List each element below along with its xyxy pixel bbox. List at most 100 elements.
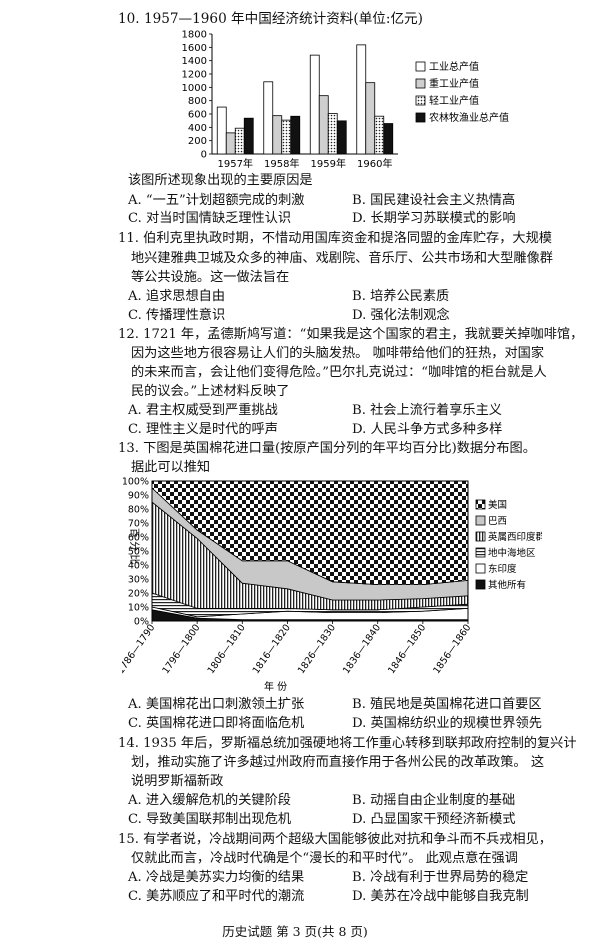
bar-1 (216, 106, 227, 155)
bar-2 (225, 132, 236, 155)
legend-swatch (475, 515, 486, 526)
area-frame (151, 480, 469, 622)
legend-swatch (415, 112, 426, 123)
area-ytick-label: 20% (128, 589, 149, 600)
bar-xtick-label: 1960年 (357, 157, 392, 170)
q13-line-1: 13. 下图是英国棉花进口量(按原产国分列的年平均百分比)数据分布图。 (118, 441, 536, 456)
bar-1 (309, 54, 320, 155)
bar-ytick-label: 1400 (182, 56, 207, 67)
bar-3 (281, 119, 292, 155)
bar-ytick-label: 800 (188, 96, 207, 107)
q13-area-chart: 0%10%20%30%40%50%60%70%80%90%100% 1786—1… (122, 477, 542, 694)
legend-label: 轻工业产值 (429, 94, 479, 107)
q12-option-b[interactable]: B. 社会上流行着享乐主义 (352, 403, 502, 418)
q12-option-c[interactable]: C. 理性主义是时代的呼声 (128, 422, 278, 437)
legend-label: 英属西印度群岛 (488, 531, 542, 543)
area-ytick-label: 90% (128, 491, 149, 502)
area-ytick-label: 0% (134, 617, 149, 628)
legend-swatch (475, 547, 486, 558)
area-xtick-label: 1846—1850 (386, 622, 428, 676)
legend-label: 农林牧渔业总产值 (429, 111, 509, 124)
q15-line-2: 仅就此而言，冷战时代确是个“漫长的和平时代”。 此观点意在强调 (131, 851, 518, 866)
area-ytick-label: 30% (128, 575, 149, 586)
q11-option-b[interactable]: B. 培养公民素质 (352, 289, 450, 304)
legend-swatch (415, 95, 426, 106)
bar-4 (383, 123, 394, 155)
q14-line-1: 14. 1935 年后，罗斯福总统加强硬地将工作重心转移到联邦政府控制的复兴计 (118, 736, 577, 751)
bar-4 (290, 115, 301, 155)
q12-line-1: 12. 1721 年，孟德斯鸠写道：“如果我是这个国家的君主，我就要关掉咖啡馆， (118, 327, 584, 342)
q14-option-b[interactable]: B. 动摇自由企业制度的基础 (352, 793, 516, 808)
bar-2 (365, 82, 376, 155)
q12-line-4: 民的议会。”上述材料反映了 (131, 384, 290, 399)
bar-4 (336, 120, 347, 155)
q11-line-2: 地兴建雅典卫城及众多的神庙、戏剧院、音乐厅、公共市场和大型雕像群 (131, 251, 553, 266)
q11-line-3: 等公共设施。这一做法旨在 (131, 270, 290, 285)
legend-label: 东印度 (488, 563, 517, 575)
q13-option-b[interactable]: B. 殖民地是英国棉花进口首要区 (352, 697, 542, 712)
bar-2 (318, 95, 329, 155)
bar-3 (327, 113, 338, 155)
legend-swatch (475, 531, 486, 542)
q11-option-c[interactable]: C. 传播理性意识 (128, 308, 226, 323)
q14-line-2: 划，推动实施了许多越过州政府而直接作用于各州公民的改革政策。 这 (131, 755, 545, 770)
bar-ytick-label: 600 (188, 110, 207, 121)
bar-2 (272, 115, 283, 155)
legend-label: 美国 (488, 499, 507, 511)
legend-swatch (475, 579, 486, 590)
bar-ytick-label: 1000 (182, 83, 207, 94)
bar-3 (234, 127, 245, 155)
area-ytick-label: 70% (128, 519, 149, 530)
bar-xtick-label: 1957年 (218, 157, 253, 170)
area-ytick-label: 50% (128, 547, 149, 558)
q12-option-a[interactable]: A. 君主权威受到严重挑战 (128, 403, 278, 418)
legend-label: 重工业产值 (429, 77, 479, 90)
legend-label: 工业总产值 (429, 60, 479, 73)
q10-option-a[interactable]: A. “一五”计划超额完成的刺激 (128, 193, 305, 208)
legend-swatch (475, 499, 486, 510)
area-xtick-label: 1796—1800 (160, 622, 202, 676)
legend-label: 地中海地区 (488, 547, 536, 559)
area-ytick-label: 10% (128, 603, 149, 614)
q15-option-d[interactable]: D. 美苏在冷战中能够自我克制 (352, 889, 529, 904)
q12-option-d[interactable]: D. 人民斗争方式多种多样 (352, 422, 503, 437)
q13-line-2: 据此可以推知 (131, 460, 211, 475)
bar-4 (243, 117, 254, 155)
bar-ytick-label: 1600 (182, 43, 207, 54)
legend-label: 巴西 (488, 516, 507, 527)
q13-option-a[interactable]: A. 美国棉花出口刺激领土扩张 (128, 697, 305, 712)
q12-line-2: 因为这些地方很容易让人们的头脑发热。 咖啡带给他们的狂热，对国家 (131, 346, 545, 361)
q14-option-c[interactable]: C. 导致美国联邦制出现危机 (128, 812, 292, 827)
bar-ytick-label: 200 (188, 136, 207, 147)
q11-option-a[interactable]: A. 追求思想自由 (128, 289, 226, 304)
q13-option-c[interactable]: C. 英国棉花进口即将面临危机 (128, 716, 305, 731)
area-ytick-label: 80% (128, 505, 149, 516)
q14-option-d[interactable]: D. 凸显国家干预经济新模式 (352, 812, 516, 827)
q11-option-d[interactable]: D. 强化法制观念 (352, 308, 450, 323)
legend-swatch (475, 563, 486, 574)
area-xtick-label: 1816—1820 (251, 622, 293, 676)
q10-title: 10. 1957—1960 年中国经济统计资料(单位:亿元) (118, 11, 423, 27)
q10-option-b[interactable]: B. 国民建设社会主义热情高 (352, 193, 516, 208)
q11-line-1: 11. 伯利克里执政时期，不惜动用国库资金和提洛同盟的金库贮存，大规模 (118, 231, 552, 246)
bar-3 (374, 115, 385, 155)
bar-xtick-label: 1958年 (264, 157, 299, 170)
bar-ytick-label: 0 (201, 150, 207, 161)
bar-ytick-label: 1200 (182, 70, 207, 81)
q15-option-a[interactable]: A. 冷战是美苏实力均衡的结果 (128, 870, 305, 885)
q15-line-1: 15. 有学者说，冷战期间两个超级大国能够彼此对抗和争斗而不兵戎相见， (118, 832, 552, 847)
q13-option-d[interactable]: D. 英国棉纺织业的规模世界领先 (352, 716, 542, 731)
q10-option-d[interactable]: D. 长期学习苏联模式的影响 (352, 211, 516, 226)
bar-xtick-label: 1959年 (311, 157, 346, 170)
q14-option-a[interactable]: A. 进入缓解危机的关键阶段 (128, 793, 291, 808)
q14-line-3: 说明罗斯福新政 (131, 774, 224, 789)
q15-option-b[interactable]: B. 冷战有利于世界局势的稳定 (352, 870, 529, 885)
q10-option-c[interactable]: C. 对当时国情缺乏理性认识 (128, 211, 292, 226)
bar-1 (356, 44, 367, 155)
q15-option-c[interactable]: C. 美苏顺应了和平时代的潮流 (128, 889, 305, 904)
area-ytick-label: 100% (122, 477, 149, 488)
q12-line-3: 的未来而言，会让他们变得危险。”巴尔扎克说过：“咖啡馆的柜台就是人 (131, 365, 547, 380)
area-ytick-label: 60% (128, 533, 149, 544)
bar-1 (263, 81, 274, 155)
